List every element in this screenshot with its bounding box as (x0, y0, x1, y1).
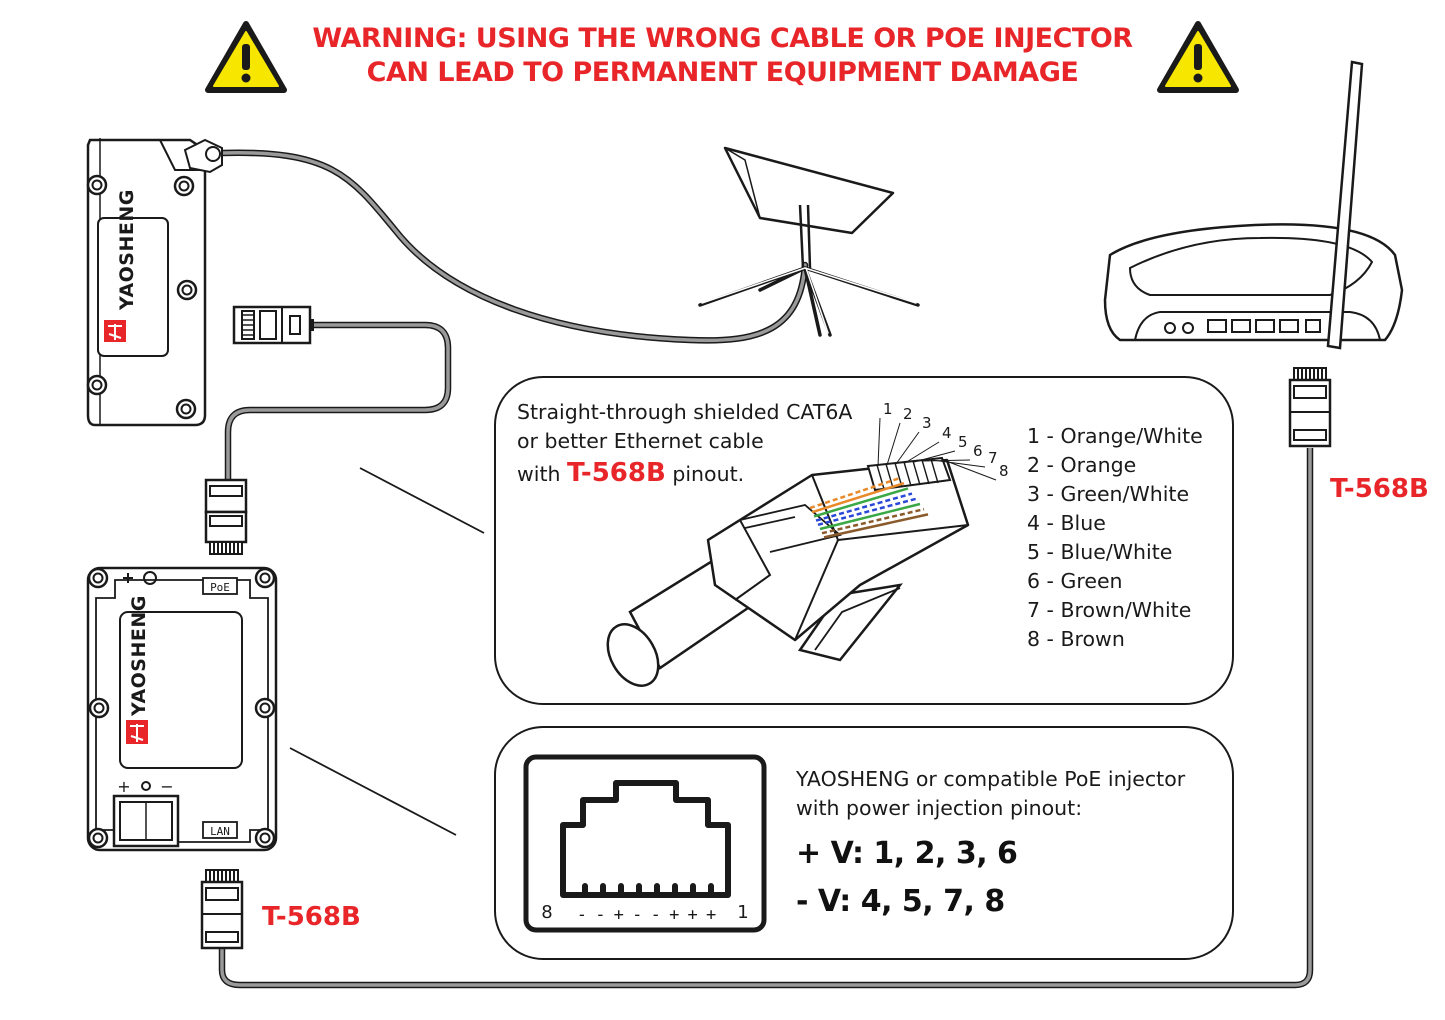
cable-desc-line-2: or better Ethernet cable (517, 429, 764, 453)
router-side-standard-label: T-568B (1330, 474, 1429, 504)
pin-callout-line-7 (931, 459, 986, 468)
port-pin-8-label: 8 (541, 902, 552, 923)
pinout-item: 3 - Green/White (1027, 482, 1190, 506)
cable-desc-line-1: Straight-through shielded CAT6A (517, 400, 853, 424)
pin-number-label: 3 (922, 414, 932, 432)
router-brand-label: YAOSHENG (116, 189, 138, 310)
pin-number-label: 1 (883, 400, 893, 418)
pin-number-label: 6 (973, 442, 983, 460)
pin-callout-line-2 (886, 422, 901, 466)
wire-7 (821, 507, 925, 535)
ethernet-port-icon: 8 1 - - + - - + + + (523, 754, 767, 933)
rj45-plug-injector-lan (200, 869, 244, 950)
injector-power-minus: − (160, 777, 173, 796)
rj45-plug-wifi-router (1288, 367, 1332, 448)
injector-poe-port-label: PoE (210, 581, 230, 594)
poe-injector-device: PoE LAN + − (86, 566, 278, 852)
injector-desc-line-2: with power injection pinout: (796, 796, 1083, 820)
wire-4 (815, 492, 913, 522)
plus-v-pins: + V: 1, 2, 3, 6 (796, 836, 1018, 871)
minus-v-pins: - V: 4, 5, 7, 8 (796, 884, 1005, 919)
pin-number-label: 8 (999, 462, 1009, 480)
pinout-item: 1 - Orange/White (1027, 424, 1203, 448)
wire-6 (819, 502, 921, 531)
pin-callout-line-5 (913, 450, 956, 463)
callout-line-cable (359, 467, 485, 534)
cable-desc-prefix: with (517, 462, 568, 486)
pin-number-label: 2 (903, 405, 913, 423)
satellite-dish (698, 146, 920, 337)
pinout-item: 2 - Orange (1027, 453, 1137, 477)
pinout-item: 4 - Blue (1027, 511, 1106, 535)
injector-lan-standard-label: T-568B (262, 902, 361, 932)
colored-wires (809, 476, 929, 539)
injector-lan-port-label: LAN (210, 825, 230, 838)
antenna (1326, 60, 1364, 350)
warning-triangle-icon-right (1157, 21, 1239, 93)
port-pin-1-label: 1 (737, 902, 748, 923)
pinout-item: 7 - Brown/White (1027, 598, 1192, 622)
pin-number-label: 5 (958, 433, 968, 451)
fan-icon (143, 571, 157, 585)
warning-triangle-icon-left (205, 21, 287, 93)
router-ports (1164, 319, 1321, 334)
cable-desc-suffix: pinout. (665, 462, 745, 486)
pin-callout-line-6 (922, 459, 971, 462)
wire-3 (813, 487, 909, 518)
pin-callout-line-3 (895, 431, 920, 465)
pin-callout-line-1 (877, 417, 881, 467)
wire-8 (823, 513, 929, 539)
wifi-router-device (1103, 60, 1404, 350)
port-polarity-label: - - + - - + + + (577, 905, 716, 925)
cable-standard: T-568B (567, 458, 666, 488)
pin-callout-line-8 (940, 458, 997, 481)
warning-line-1: WARNING: USING THE WRONG CABLE OR POE IN… (312, 23, 1133, 54)
pinout-item: 5 - Blue/White (1027, 540, 1173, 564)
wire-5 (817, 497, 917, 527)
callout-line-injector (289, 747, 457, 836)
injector-power-plus: + (117, 777, 130, 796)
pinout-item: 6 - Green (1027, 569, 1123, 593)
injector-desc-line-1: YAOSHENG or compatible PoE injector (796, 767, 1186, 791)
warning-line-2: CAN LEAD TO PERMANENT EQUIPMENT DAMAGE (366, 57, 1079, 88)
starlink-router-device (86, 138, 223, 427)
pin-callout-line-4 (904, 441, 940, 464)
pin-number-label: 4 (942, 424, 952, 442)
pin-number-label: 7 (988, 449, 998, 467)
wire-2 (811, 482, 905, 514)
cable-desc-line-3: with T-568B pinout. (517, 459, 744, 489)
rj45-plug-router-out (232, 305, 314, 345)
rj45-plug-injector-poe (204, 478, 248, 555)
pinout-item: 8 - Brown (1027, 627, 1125, 651)
router-to-injector-cable (224, 321, 452, 480)
injector-brand-label: YAOSHENG (128, 595, 150, 716)
